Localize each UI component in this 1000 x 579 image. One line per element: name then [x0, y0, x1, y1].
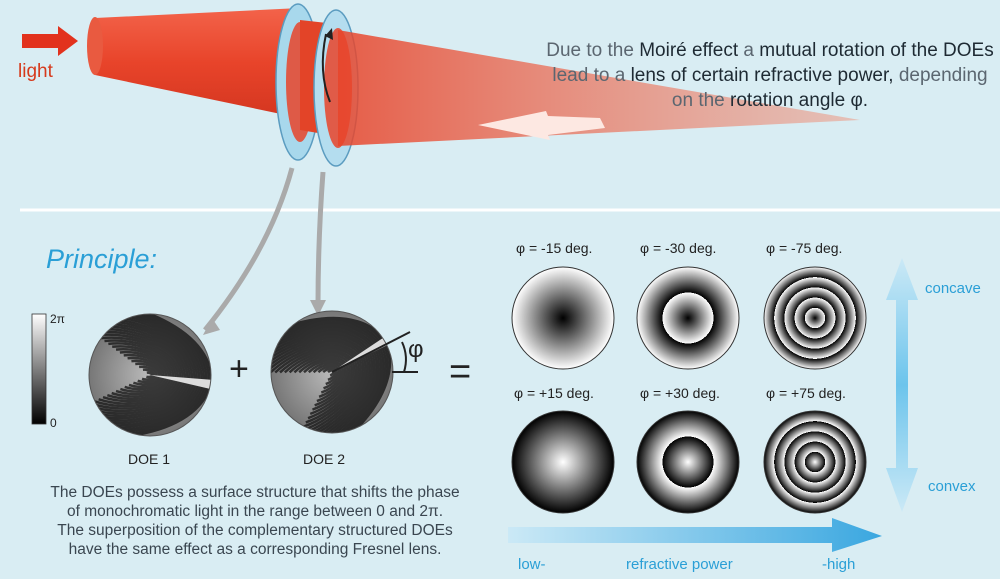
- light-arrow-icon: [22, 26, 78, 56]
- caption-line: The DOEs possess a surface structure tha…: [50, 484, 460, 501]
- description: Due to the Moiré effect a mutual rotatio…: [546, 40, 994, 111]
- beam-end: [87, 17, 103, 75]
- caption-line: of monochromatic light in the range betw…: [66, 503, 444, 520]
- axis-title: refractive power: [626, 556, 733, 573]
- lens-pattern: [636, 266, 740, 370]
- horizontal-axis-arrow: [508, 518, 882, 552]
- concave-label: concave: [925, 280, 981, 297]
- doe1-pattern: [89, 314, 211, 436]
- rotation-arrow-icon: [321, 33, 331, 103]
- light-beam: [95, 8, 300, 118]
- angle-arc-icon: [401, 341, 407, 373]
- focus-cone: [338, 30, 860, 146]
- light-label: light: [18, 61, 53, 82]
- pattern-label: φ = +75 deg.: [766, 385, 846, 401]
- rotation-angle-symbol: φ: [408, 336, 424, 363]
- lens-pattern: [511, 266, 615, 370]
- lens-pattern: [636, 410, 740, 514]
- connector-doe2: [315, 171, 326, 306]
- caption-line: have the same effect as a corresponding …: [68, 541, 442, 558]
- pattern-label: φ = -75 deg.: [766, 240, 843, 256]
- focus-arrow-icon: [478, 111, 605, 140]
- phase-colorbar: [31, 313, 47, 425]
- axis-low-label: low-: [518, 556, 546, 573]
- axis-high-label: -high: [822, 556, 856, 573]
- connector-doe1: [203, 167, 295, 332]
- doe1-label: DOE 1: [128, 451, 171, 467]
- colorbar-bottom-label: 0: [50, 416, 57, 430]
- caption-line: The superposition of the complementary s…: [57, 522, 453, 539]
- angle-line: [331, 331, 411, 373]
- equals-sign: =: [449, 351, 472, 393]
- pattern-label: φ = +30 deg.: [640, 385, 720, 401]
- vertical-axis-arrow: [886, 258, 918, 512]
- principle-title: Principle:: [46, 244, 158, 274]
- doe2-label: DOE 2: [303, 451, 346, 467]
- convex-label: convex: [928, 478, 976, 495]
- colorbar-top-label: 2π: [50, 312, 65, 326]
- lens-pattern: [763, 410, 867, 514]
- lens-pattern: [511, 410, 615, 514]
- plus-sign: +: [229, 350, 249, 388]
- pattern-label: φ = -15 deg.: [516, 240, 593, 256]
- pattern-label: φ = +15 deg.: [514, 385, 594, 401]
- pattern-label: φ = -30 deg.: [640, 240, 717, 256]
- lens-pattern: [763, 266, 867, 370]
- caption: The DOEs possess a surface structure tha…: [10, 483, 500, 559]
